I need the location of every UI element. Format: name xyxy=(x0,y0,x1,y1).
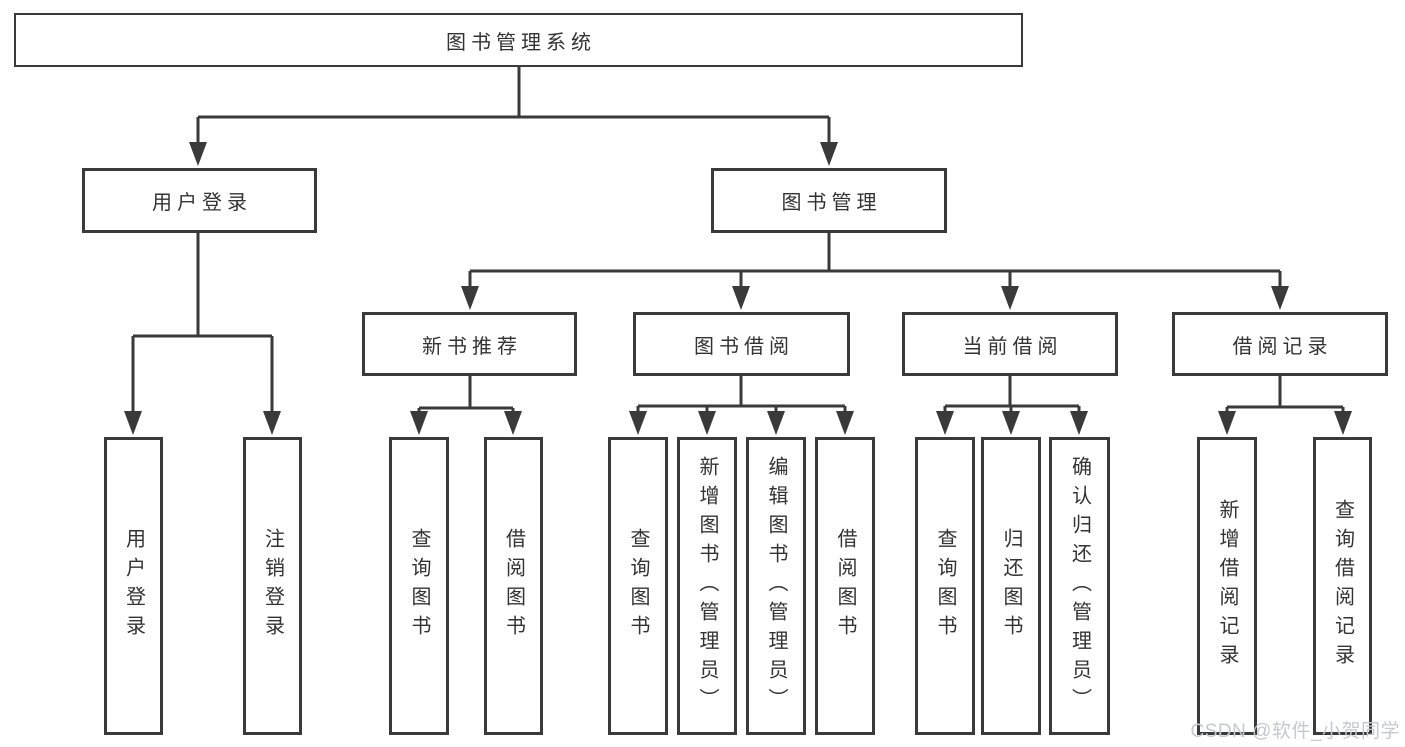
leaf-nbr-query-books: 查询图书 xyxy=(389,437,449,735)
leaf-nbr-borrow-books: 借阅图书 xyxy=(484,437,543,735)
node-book-borrow: 图书借阅 xyxy=(633,312,850,376)
csdn-watermark: CSDN @软件_小贺同学 xyxy=(1190,721,1400,742)
leaf-label: 新增借阅记录 xyxy=(1216,499,1238,673)
node-label: 借阅记录 xyxy=(1232,335,1333,358)
connector-new-book-recommend xyxy=(410,376,522,435)
leaf-user-login: 用户登录 xyxy=(104,437,163,735)
leaf-bb-edit-book-admin: 编辑图书（管理员） xyxy=(746,437,806,735)
leaf-label: 用户登录 xyxy=(122,528,145,644)
connector-borrow-records xyxy=(1218,376,1352,435)
leaf-bb-add-book-admin: 新增图书（管理员） xyxy=(677,437,737,735)
leaf-br-add-record: 新增借阅记录 xyxy=(1197,437,1257,735)
node-user-login: 用户登录 xyxy=(82,168,317,233)
leaf-label: 确认归还（管理员） xyxy=(1068,455,1091,717)
leaf-label: 查询图书 xyxy=(934,528,956,644)
node-current-borrow: 当前借阅 xyxy=(902,312,1118,376)
connector-book-borrow xyxy=(629,376,854,435)
node-library-management-system: 图书管理系统 xyxy=(14,13,1023,67)
leaf-label: 归还图书 xyxy=(1000,528,1022,644)
connector-book-management xyxy=(461,233,1289,310)
node-book-management: 图书管理 xyxy=(711,168,947,233)
connector-user-login xyxy=(124,233,281,435)
node-new-book-recommend: 新书推荐 xyxy=(362,312,577,376)
node-label: 新书推荐 xyxy=(422,335,522,358)
node-borrow-records: 借阅记录 xyxy=(1172,312,1388,376)
leaf-logout-login: 注销登录 xyxy=(243,437,302,735)
node-label: 图书管理 xyxy=(781,192,882,214)
leaf-bb-borrow-books: 借阅图书 xyxy=(815,437,875,735)
leaf-cb-query-books: 查询图书 xyxy=(915,437,975,735)
leaf-label: 借阅图书 xyxy=(834,528,856,644)
node-label: 用户登录 xyxy=(152,192,252,214)
leaf-br-query-record: 查询借阅记录 xyxy=(1313,437,1372,735)
leaf-cb-return-books: 归还图书 xyxy=(981,437,1041,735)
connector-current-borrow xyxy=(936,376,1088,435)
node-label: 图书借阅 xyxy=(694,335,794,358)
node-label: 图书管理系统 xyxy=(446,31,596,54)
leaf-label: 查询图书 xyxy=(408,528,430,644)
leaf-bb-query-books: 查询图书 xyxy=(608,437,668,735)
leaf-label: 注销登录 xyxy=(261,528,284,644)
leaf-label: 查询借阅记录 xyxy=(1331,499,1354,673)
connector-root xyxy=(189,67,838,166)
leaf-label: 借阅图书 xyxy=(502,528,525,644)
leaf-label: 编辑图书（管理员） xyxy=(765,455,787,717)
leaf-label: 查询图书 xyxy=(627,528,649,644)
leaf-label: 新增图书（管理员） xyxy=(696,455,718,717)
leaf-cb-confirm-return-admin: 确认归还（管理员） xyxy=(1049,437,1110,735)
node-label: 当前借阅 xyxy=(962,335,1063,358)
